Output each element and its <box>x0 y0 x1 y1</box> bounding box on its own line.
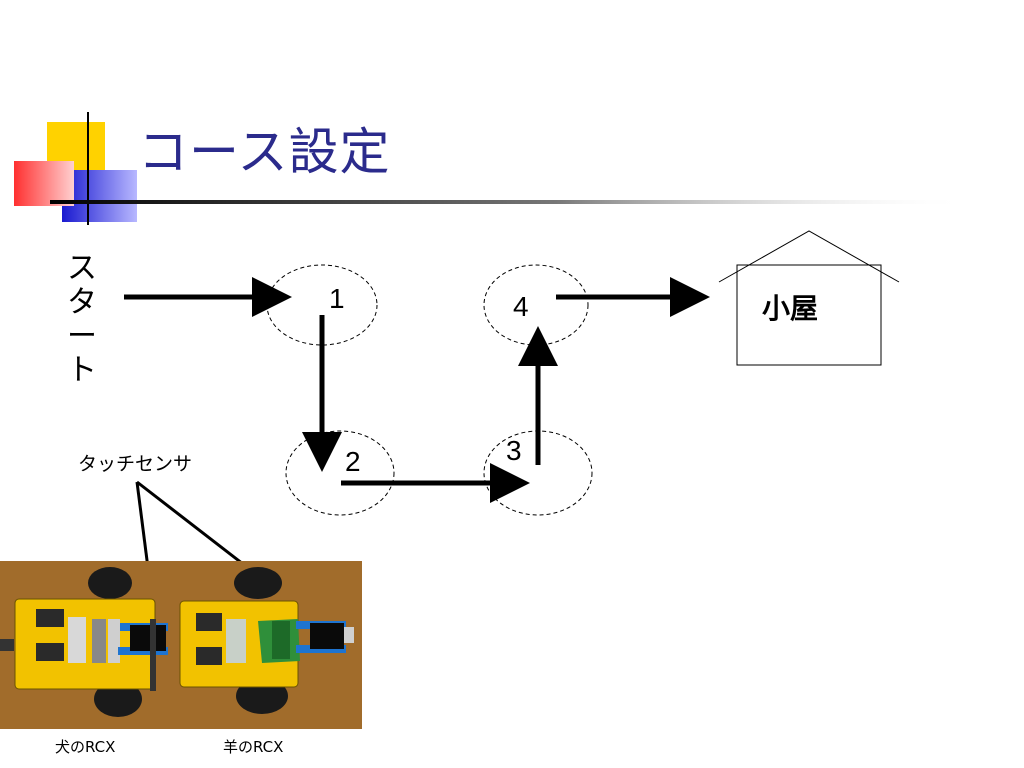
dog-rcx-caption: 犬のRCX <box>55 738 116 756</box>
dog-robot <box>0 567 168 717</box>
start-label-char: タ <box>67 285 97 320</box>
start-label-char: ー <box>67 319 97 354</box>
start-label-char: ト <box>67 353 97 388</box>
checkpoint-circle-2 <box>285 430 395 516</box>
red-square <box>14 161 74 206</box>
hut-icon <box>718 230 900 366</box>
node-label-2: 2 <box>345 446 361 477</box>
node-label-4: 4 <box>513 291 529 322</box>
destination-label: 小屋 <box>762 292 819 325</box>
blue-square <box>62 170 137 222</box>
sheep-rcx-caption: 羊のRCX <box>223 738 284 756</box>
sheep-robot <box>179 567 354 714</box>
slide-title: コース設定 <box>138 123 391 181</box>
node-label-3: 3 <box>506 435 522 466</box>
checkpoint-circle-4 <box>483 264 589 346</box>
start-label: ス タ ー ト <box>62 252 102 388</box>
robot-photo <box>0 561 362 729</box>
touch-sensor-label: タッチセンサ <box>78 453 193 475</box>
node-label-1: 1 <box>329 283 345 314</box>
start-label-char: ス <box>67 251 97 286</box>
title-horizontal-rule <box>50 200 970 204</box>
